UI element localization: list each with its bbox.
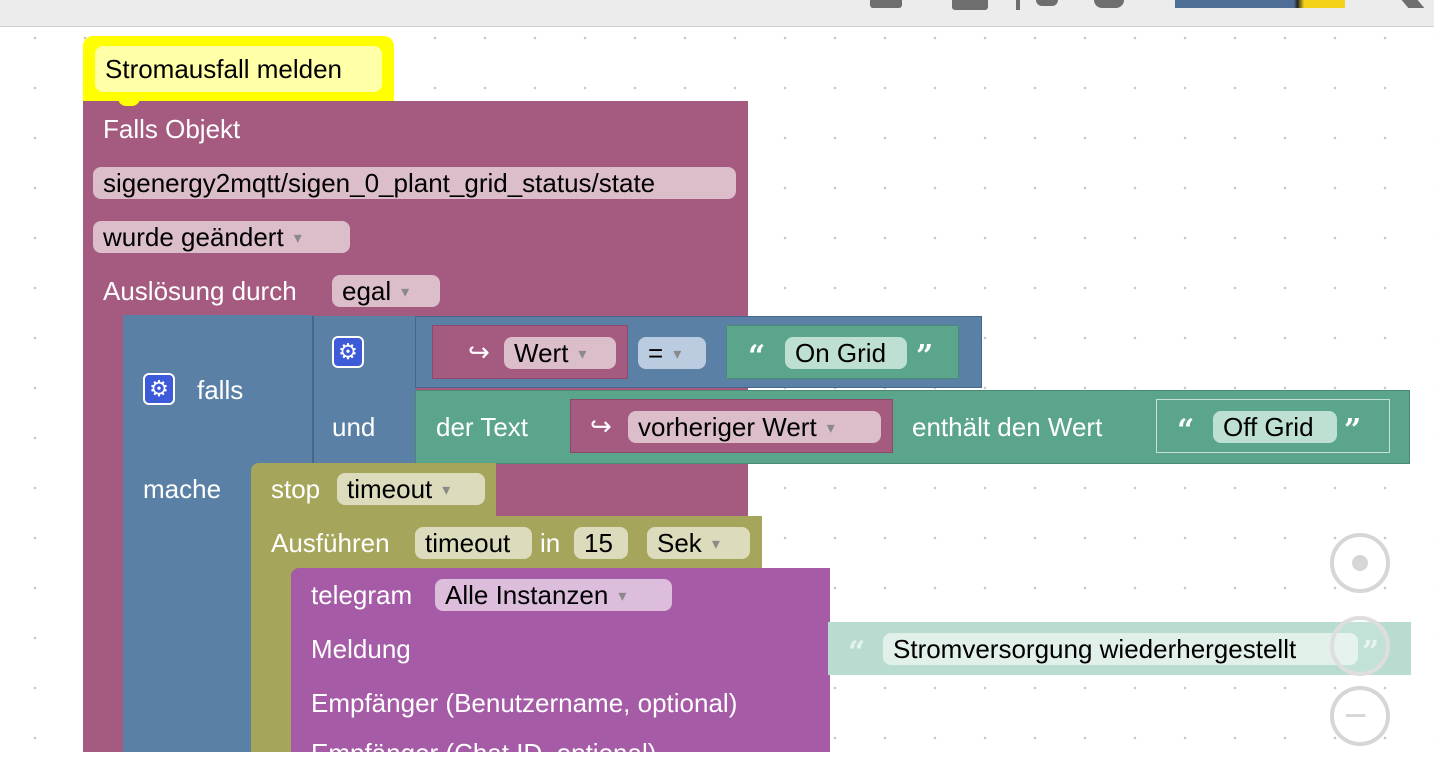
and-gear-icon[interactable]: ⚙ [332, 336, 364, 368]
if-gear-icon[interactable]: ⚙ [143, 373, 175, 405]
contains-middle-label: enthält den Wert [912, 412, 1103, 442]
compare-operator-dropdown[interactable]: = [638, 337, 706, 369]
quote-open-icon-2: “ [1177, 413, 1195, 448]
toolbar [0, 0, 1434, 27]
compare-var-dropdown[interactable]: Wert [504, 337, 616, 369]
and-block[interactable] [312, 316, 416, 465]
stop-label: stop [271, 474, 321, 504]
minus-glyph: − [1344, 694, 1368, 738]
trigger-label: Auslösung durch [103, 276, 297, 306]
contains-var-dropdown[interactable]: vorheriger Wert [628, 411, 881, 443]
object-id-field[interactable]: sigenergy2mqtt/sigen_0_plant_grid_status… [93, 167, 736, 199]
execute-unit-dropdown[interactable]: Sek [647, 527, 750, 559]
zoom-in-icon[interactable] [1330, 616, 1390, 676]
zoom-out-icon[interactable]: − [1330, 686, 1390, 746]
var-arrow-icon: ↪ [468, 337, 490, 367]
telegram-label: telegram [311, 580, 413, 610]
toolbar-icon-4[interactable] [1036, 0, 1058, 6]
hat-title-field[interactable]: Stromausfall melden [95, 46, 382, 92]
toolbar-icon-7[interactable] [1401, 0, 1425, 8]
execute-amount-field[interactable]: 15 [574, 527, 628, 559]
off-grid-text-field[interactable]: Off Grid [1213, 411, 1337, 443]
message-text-field[interactable]: Stromversorgung wiederhergestellt [883, 633, 1358, 665]
mache-label: mache [143, 474, 222, 504]
telegram-chat-label: Empfänger (Chat ID, optional) [311, 738, 657, 768]
contains-prefix-label: der Text [436, 412, 529, 442]
stop-timeout-dropdown[interactable]: timeout [337, 473, 485, 505]
falls-label: falls [197, 375, 244, 405]
execute-label: Ausführen [271, 528, 390, 558]
event-title: Falls Objekt [103, 114, 241, 144]
var-arrow-icon-2: ↪ [590, 411, 612, 441]
telegram-message-label: Meldung [311, 634, 411, 664]
toolbar-icon-2[interactable] [952, 0, 988, 10]
telegram-instance-dropdown[interactable]: Alle Instanzen [435, 579, 672, 611]
quote-open-icon-3: “ [848, 635, 866, 670]
hat-tab [118, 98, 140, 106]
toolbar-icon-1[interactable] [870, 0, 902, 8]
recenter-icon[interactable] [1330, 533, 1390, 593]
toolbar-run-button[interactable] [1175, 0, 1345, 8]
toolbar-icon-3[interactable] [1016, 0, 1020, 10]
condition-dropdown[interactable]: wurde geändert [93, 221, 350, 253]
quote-close-icon: ” [916, 339, 934, 374]
telegram-recipient-label: Empfänger (Benutzername, optional) [311, 688, 738, 718]
quote-close-icon-2: ” [1344, 413, 1362, 448]
execute-name-field[interactable]: timeout [415, 527, 532, 559]
on-grid-text-block[interactable] [726, 325, 959, 379]
execute-in-label: in [540, 528, 561, 558]
trigger-dropdown[interactable]: egal [332, 275, 440, 307]
quote-open-icon: “ [748, 339, 766, 374]
on-grid-text-field[interactable]: On Grid [785, 337, 907, 369]
toolbar-icon-5[interactable] [1094, 0, 1124, 8]
und-label: und [332, 412, 376, 442]
